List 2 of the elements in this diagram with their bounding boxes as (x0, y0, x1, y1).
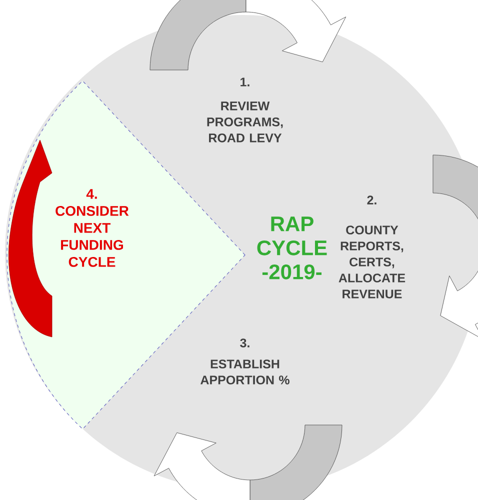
step-label: 2. (367, 196, 376, 204)
step-label: COUNTY REPORTS, CERTS, ALLOCATE REVENUE (338, 226, 406, 298)
